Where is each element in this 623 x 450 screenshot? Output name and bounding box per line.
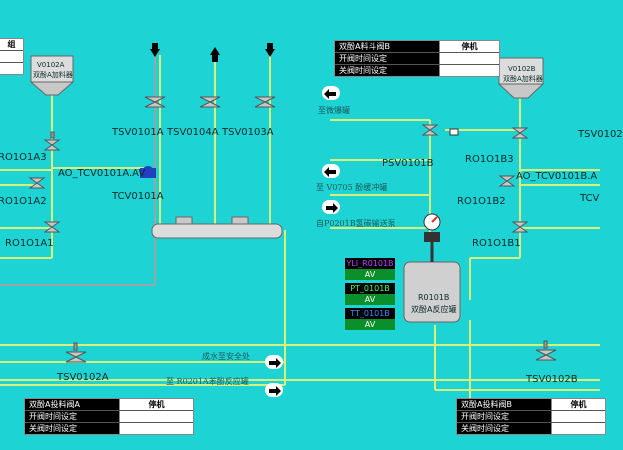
tag-tt[interactable]: TT_0101B AV xyxy=(345,308,395,330)
arrow-right-icon xyxy=(269,386,281,396)
valve-label-ao-tcv0101a: AO_TCV0101A.AV xyxy=(58,168,146,179)
arrow-right-icon xyxy=(326,203,338,213)
valve-label-ao-tcv0101b: AO_TCV0101B.A xyxy=(516,171,598,182)
tag-yli[interactable]: YLI_R0101B AV xyxy=(345,258,395,280)
tag-yli-value: AV xyxy=(345,269,395,280)
route-arrow-to-v0705[interactable] xyxy=(322,164,340,178)
valve-label-ro1a2: RO1O1A2 xyxy=(0,196,47,207)
hopper-left-name: 双酚A加料器 xyxy=(33,71,73,79)
route-from-p0201b: 自P0201B氢碳输送泵 xyxy=(316,219,396,228)
panel-b-close-input[interactable] xyxy=(439,65,499,76)
valve-label-ro1b3: RO1O1B3 xyxy=(465,154,514,165)
panel-feed-valve-a: 双酚A投料阀A 停机 开阀时间设定 关阀时间设定 xyxy=(24,398,194,435)
panel-c-close-input[interactable] xyxy=(551,423,605,434)
hopper-icon xyxy=(29,55,75,96)
hopper-right-icon xyxy=(497,57,545,99)
panel-c-open-input[interactable] xyxy=(551,411,605,422)
route-arrow-to-r0201a[interactable] xyxy=(265,383,283,397)
panel-a-open-label: 开阀时间设定 xyxy=(29,412,77,421)
route-arrow-to-safe[interactable] xyxy=(265,355,283,369)
valve-label-tsv0102b: TSV0102B xyxy=(526,374,578,385)
valve-label-tcv-partial: TCV xyxy=(580,193,600,204)
valve-label-ro1b2: RO1O1B2 xyxy=(457,196,506,207)
hopper-left[interactable]: V0102A 双酚A加料器 xyxy=(29,55,75,97)
arrow-left-icon xyxy=(324,89,336,99)
panel-b-title: 双酚A料斗阀B xyxy=(339,42,390,51)
panel-b-open-label: 开阀时间设定 xyxy=(339,54,387,63)
tag-tt-value: AV xyxy=(345,319,395,330)
reactor-icon xyxy=(403,213,461,323)
route-to-r0201a: 至 R0201A苯酚反应罐 xyxy=(166,377,249,386)
panel-b-close-label: 关阀时间设定 xyxy=(339,66,387,75)
route-arrow-to-storage[interactable] xyxy=(322,86,340,100)
valve-label-tsv0102a: TSV0102A xyxy=(57,372,109,383)
valve-label-ro1a1: RO1O1A1 xyxy=(5,238,54,249)
valve-label-tcv0101a: TCV0101A xyxy=(112,191,164,202)
route-arrow-from-p0201b[interactable] xyxy=(322,200,340,214)
route-to-storage: 至微爆罐 xyxy=(318,106,350,115)
route-to-safe: 成水至安全处 xyxy=(202,352,250,361)
tag-pt-value: AV xyxy=(345,294,395,305)
valve-label-tsv0103a: TSV0103A xyxy=(222,127,274,138)
panel-a-title: 双酚A投料阀A xyxy=(29,400,80,409)
hopper-right-name: 双酚A加料器 xyxy=(503,75,543,83)
tag-tt-name: TT_0101B xyxy=(345,308,395,319)
valve-label-tsv-partial: TSV0102 xyxy=(578,129,623,140)
tag-yli-name: YLI_R0101B xyxy=(345,258,395,269)
panel-a-close-input[interactable] xyxy=(119,423,193,434)
tag-pt[interactable]: PT_0101B AV xyxy=(345,283,395,305)
panel-c-close-label: 关阀时间设定 xyxy=(461,424,509,433)
panel-feed-valve-b: 双酚A投料阀B 停机 开阀时间设定 关阀时间设定 xyxy=(456,398,606,435)
panel-b-open-input[interactable] xyxy=(439,53,499,64)
reactor-tag: R0101B xyxy=(418,293,450,302)
valve-label-tsv0101a: TSV0101A xyxy=(112,127,164,138)
hopper-left-tag: V0102A xyxy=(37,61,65,69)
arrow-right-icon xyxy=(269,358,281,368)
process-pipes xyxy=(0,55,600,410)
panel-c-open-label: 开阀时间设定 xyxy=(461,412,509,421)
panel-a-close-label: 关阀时间设定 xyxy=(29,424,77,433)
panel-partial-label: 组 xyxy=(0,39,23,50)
panel-partial-left: 组 xyxy=(0,38,24,75)
valve-label-psv0101b: PSV0101B xyxy=(382,158,434,169)
route-to-v0705: 至 V0705 酚缓冲罐 xyxy=(316,183,388,192)
panel-b-status: 停机 xyxy=(439,41,499,52)
reactor-name: 双酚A反应罐 xyxy=(411,305,457,314)
valve-icons xyxy=(28,43,557,363)
hopper-right-tag: V0102B xyxy=(508,65,536,73)
valve-label-ro1b1: RO1O1B1 xyxy=(472,238,521,249)
panel-hopper-valve-b: 双酚A料斗阀B 停机 开阀时间设定 关阀时间设定 xyxy=(334,40,500,77)
tcv-valve-icon xyxy=(140,166,156,178)
scada-screen: 组 V0102A 双酚A加料器 xyxy=(0,38,623,435)
panel-c-status: 停机 xyxy=(551,399,605,410)
panel-c-title: 双酚A投料阀B xyxy=(461,400,512,409)
valve-label-ro1a3: RO1O1A3 xyxy=(0,152,47,163)
heat-exchanger-icon xyxy=(151,216,283,239)
tag-pt-name: PT_0101B xyxy=(345,283,395,294)
valve-label-tsv0104a: TSV0104A xyxy=(167,127,219,138)
panel-a-open-input[interactable] xyxy=(119,411,193,422)
panel-a-status: 停机 xyxy=(119,399,193,410)
arrow-left-icon xyxy=(324,167,336,177)
